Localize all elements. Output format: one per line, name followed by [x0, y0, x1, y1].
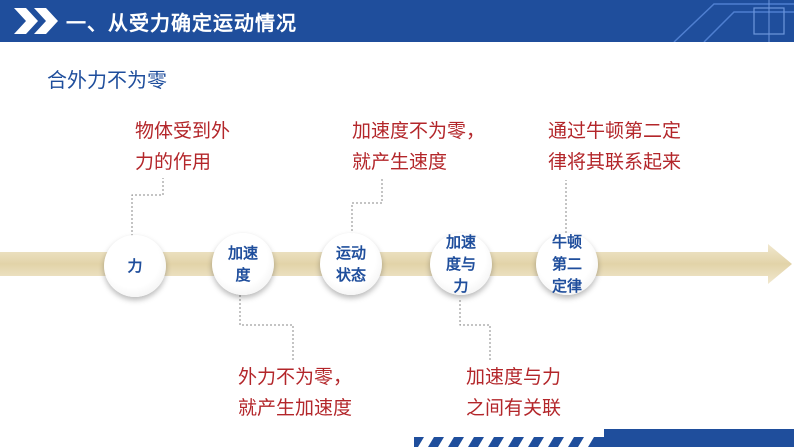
- note-velocity: 加速度不为零， 就产生速度: [352, 120, 486, 173]
- connector-4: [459, 300, 491, 360]
- note-newton: 通过牛顿第二定 律将其联系起来: [548, 120, 682, 173]
- section-subtitle: 合外力不为零: [47, 68, 167, 92]
- connector-2: [239, 295, 294, 360]
- note-acceleration: 外力不为零， 就产生加速度: [238, 366, 353, 419]
- node-acceleration-and-force: 加速 度与 力: [430, 233, 492, 295]
- header-decoration: [673, 0, 794, 42]
- connector-1: [131, 178, 164, 240]
- node-motion-state: 运动 状态: [320, 233, 382, 295]
- node-newton-second-law: 牛顿 第二 定律: [536, 233, 598, 295]
- page-title: 一、从受力确定运动情况: [66, 11, 297, 35]
- double-chevron-icon: [14, 8, 58, 34]
- note-relation: 加速度与力 之间有关联: [466, 366, 562, 419]
- node-force: 力: [104, 235, 166, 297]
- node-acceleration: 加速 度: [212, 233, 274, 295]
- header-bar: 一、从受力确定运动情况: [0, 0, 794, 42]
- note-force: 物体受到外 力的作用: [135, 120, 231, 173]
- connector-3: [351, 178, 383, 235]
- footer-decoration: [414, 429, 794, 447]
